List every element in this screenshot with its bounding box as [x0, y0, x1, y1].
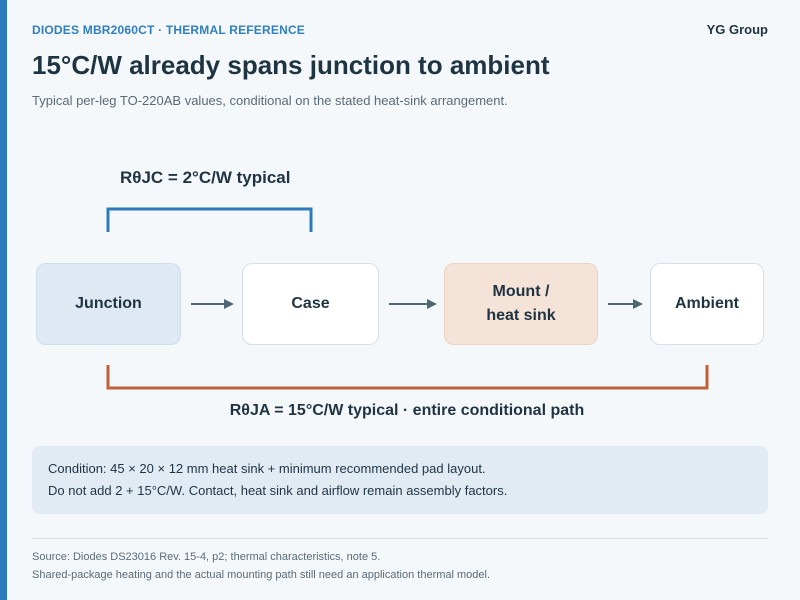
node-ambient-label: Ambient — [675, 295, 739, 312]
eyebrow-label: DIODES MBR2060CT · THERMAL REFERENCE — [32, 23, 306, 37]
brand-name: YG Group — [706, 22, 768, 37]
footer-divider — [32, 538, 768, 539]
source-line1: Source: Diodes DS23016 Rev. 15-4, p2; th… — [32, 551, 381, 563]
condition-note-line1: Condition: 45 × 20 × 12 mm heat sink + m… — [48, 461, 486, 476]
node-junction: Junction — [36, 263, 181, 345]
source-footnote: Source: Diodes DS23016 Rev. 15-4, p2; th… — [32, 548, 490, 584]
node-junction-label: Junction — [75, 295, 142, 312]
node-case-label: Case — [291, 295, 330, 312]
condition-note: Condition: 45 × 20 × 12 mm heat sink + m… — [32, 446, 768, 514]
page-title: 15°C/W already spans junction to ambient — [32, 50, 550, 80]
rjc-bracket — [106, 207, 313, 232]
node-case: Case — [242, 263, 379, 345]
node-mount-heat-sink: Mount / heat sink — [444, 263, 598, 345]
node-mount-label-line2: heat sink — [486, 307, 556, 324]
page-subtitle: Typical per-leg TO-220AB values, conditi… — [32, 93, 508, 108]
accent-bar — [0, 0, 7, 600]
rjc-label: RθJC = 2°C/W typical — [120, 168, 291, 187]
condition-note-line2: Do not add 2 + 15°C/W. Contact, heat sin… — [48, 483, 508, 498]
rja-label: RθJA = 15°C/W typical · entire condition… — [229, 402, 585, 419]
rja-bracket — [106, 365, 709, 390]
node-ambient: Ambient — [650, 263, 764, 345]
node-mount-label-line1: Mount / — [492, 283, 550, 300]
source-line2: Shared-package heating and the actual mo… — [32, 569, 491, 581]
